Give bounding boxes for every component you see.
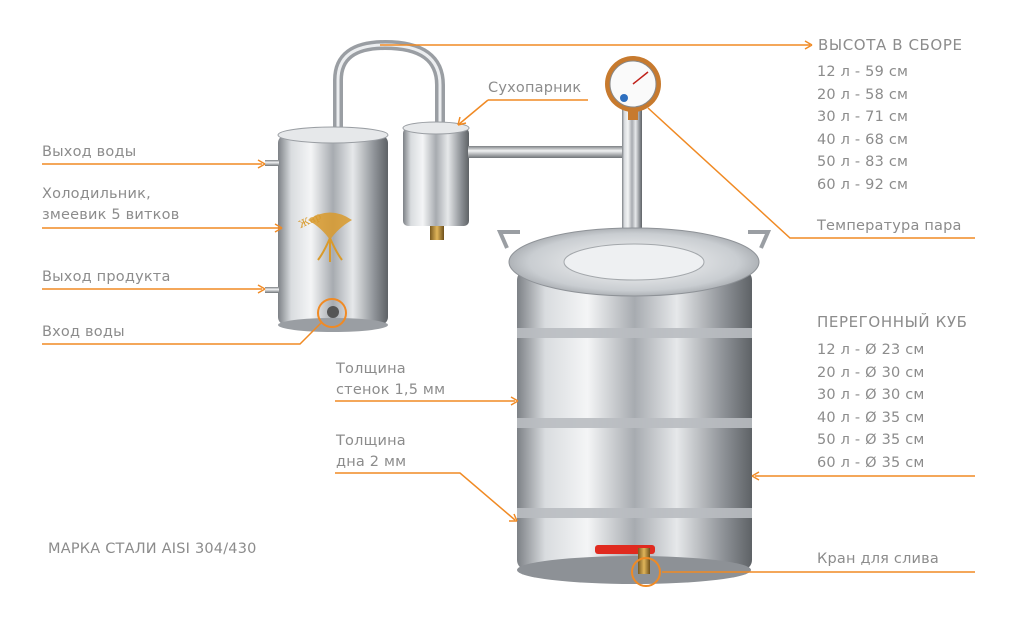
dry-steamer (402, 121, 470, 240)
label-steam-temp: Температура пара (817, 218, 962, 234)
leader-bottom (335, 472, 516, 521)
cooler: Жар (265, 126, 389, 332)
leader-lines (42, 40, 975, 573)
height-spec-heading: ВЫСОТА В СБОРЕ (818, 36, 963, 54)
cube-spec-item: 30 л - Ø 30 см (817, 387, 925, 404)
leader-water-in (42, 321, 323, 345)
product-out-nozzle (265, 287, 279, 293)
water-in-highlight (317, 298, 347, 328)
water-in-nozzle (327, 306, 339, 318)
cube-spec-item: 12 л - Ø 23 см (817, 342, 925, 358)
cube-spec-item: 60 л - Ø 35 см (817, 454, 925, 471)
label-water-in: Вход воды (42, 324, 125, 340)
cube-spec-item: 20 л - Ø 30 см (817, 364, 925, 381)
label-cooler-line2: змеевик 5 витков (42, 207, 180, 223)
label-drain-tap: Кран для слива (817, 551, 939, 567)
height-spec-list: 12 л - 59 см 20 л - 58 см 30 л - 71 см 4… (817, 61, 908, 197)
height-spec-item: 50 л - 83 см (817, 154, 909, 171)
distillation-cube (496, 227, 772, 584)
label-bottom-line1: Толщина (336, 433, 406, 449)
cube-spec-item: 40 л - Ø 35 см (817, 409, 925, 426)
thermometer (605, 56, 661, 120)
label-product-out: Выход продукта (42, 269, 171, 285)
label-bottom-line2: дна 2 мм (336, 454, 407, 470)
drain-tap-highlight (631, 557, 661, 587)
cube-spec-heading: ПЕРЕГОННЫЙ КУБ (817, 313, 968, 331)
height-spec-item: 12 л - 59 см (817, 64, 909, 80)
water-out-nozzle (265, 160, 279, 166)
label-wall-line1: Толщина (336, 361, 406, 377)
label-dry-steamer: Сухопарник (488, 80, 582, 96)
cube-spec-item: 50 л - Ø 35 см (817, 432, 925, 449)
height-spec-item: 40 л - 68 см (817, 131, 909, 148)
drain-tap (595, 545, 655, 574)
leader-steam-temp (647, 107, 975, 239)
label-wall-line2: стенок 1,5 мм (336, 382, 446, 398)
label-cooler-line1: Холодильник, (42, 186, 151, 202)
label-water-out: Выход воды (42, 144, 137, 160)
cube-spec-list: 12 л - Ø 23 см 20 л - Ø 30 см 30 л - Ø 3… (817, 339, 925, 475)
height-spec-item: 20 л - 58 см (817, 86, 909, 103)
label-steel-grade: МАРКА СТАЛИ AISI 304/430 (48, 541, 257, 557)
steam-pipe (468, 146, 628, 158)
height-spec-item: 30 л - 71 см (817, 109, 909, 126)
height-spec-item: 60 л - 92 см (817, 176, 909, 193)
